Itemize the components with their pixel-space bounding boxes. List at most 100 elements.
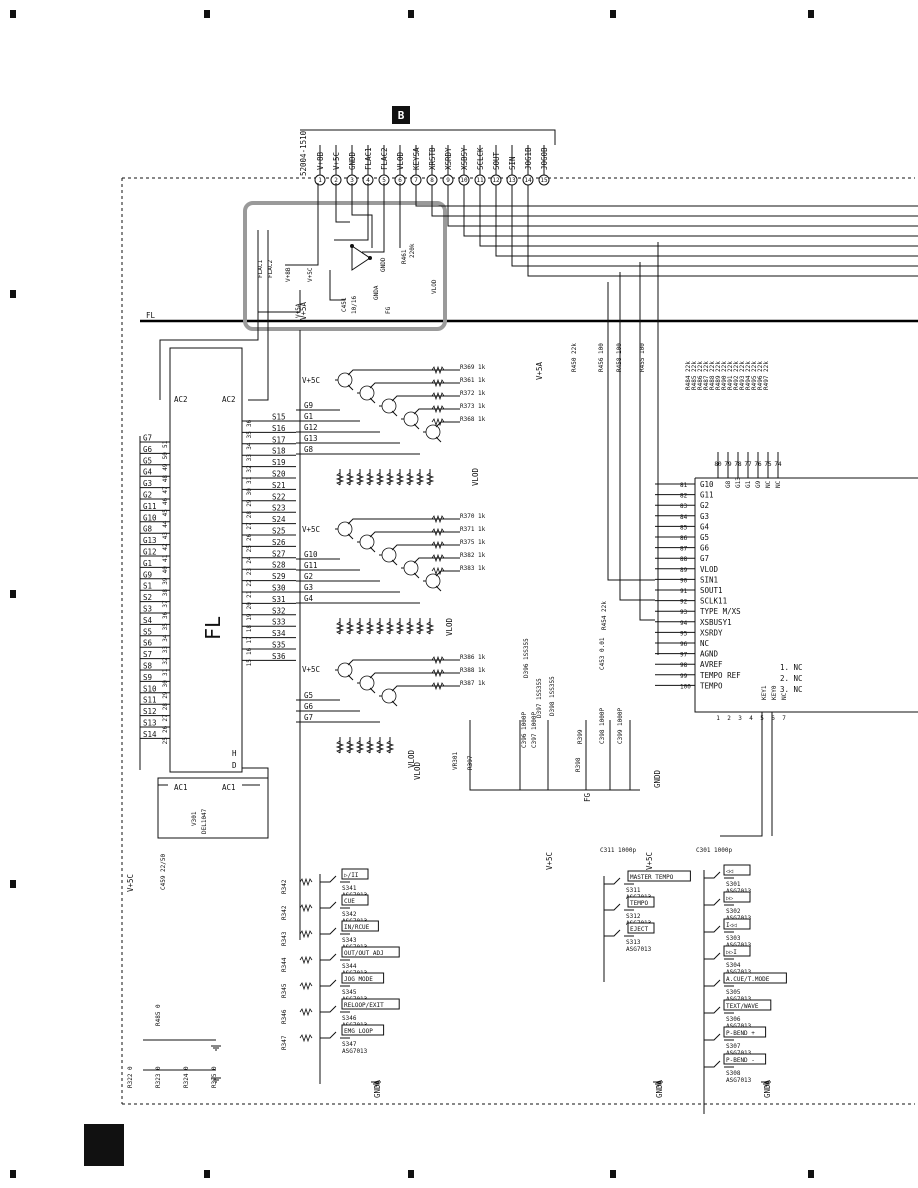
wire [335, 740, 345, 754]
ic-pin-label: AVREF [700, 660, 723, 669]
ic-top-label: G9 [755, 480, 762, 488]
wire [299, 903, 313, 913]
driver-grid-label: G7 [304, 713, 313, 722]
fl-left-pin-number: 50 [162, 452, 169, 460]
ic-pin-label: G3 [700, 512, 709, 521]
wire [299, 981, 313, 991]
wire [431, 566, 445, 576]
fl-right-pin: S22 [272, 492, 286, 501]
highlight-label: V+5C [307, 267, 314, 282]
ic-array-resistor: R484 22k [685, 361, 692, 390]
supply-label: V+5C [302, 376, 320, 385]
ic-pin-number: 88 [680, 556, 688, 563]
driver-resistor: R386 1k [460, 654, 486, 661]
fl-left-pin-number: 36 [162, 611, 169, 619]
driver-grid-label: G6 [304, 702, 314, 711]
wire [704, 925, 734, 933]
wire [425, 621, 435, 635]
fl-right-pin-number: 32 [246, 465, 253, 473]
section-marker [392, 106, 410, 124]
fl-left-pin: S4 [143, 616, 153, 625]
wire [604, 877, 634, 885]
ic-top-label: G8 [725, 480, 732, 488]
wire [415, 472, 425, 486]
wire [607, 242, 659, 655]
fl-left-pin: S13 [143, 719, 157, 728]
switch-label: I◁◁ [726, 922, 737, 929]
part-label: R456 100 [598, 343, 605, 372]
fl-right-pin: S26 [272, 538, 286, 547]
fl-left-pin: S3 [143, 605, 152, 614]
ic-pin-number: 91 [680, 588, 688, 595]
highlight-label: V+8B [285, 267, 292, 282]
switch-ref: S344 [342, 963, 357, 970]
fl-left-pin-number: 43 [162, 532, 169, 540]
driver-grid-label: G2 [304, 572, 313, 581]
fl-right-pin: S15 [272, 413, 286, 422]
ic-bottom-number: 4 [749, 715, 753, 722]
ic-pin-label: G7 [700, 554, 709, 563]
wire [320, 927, 350, 935]
fl-ac-label: D [232, 761, 237, 770]
wire [431, 404, 445, 414]
ic-pin-label: XSRDY [700, 628, 723, 637]
wire [431, 668, 445, 678]
ground-resistor: R322 0 [127, 1066, 134, 1088]
fl-left-pin: G3 [143, 479, 152, 488]
ic-pin-label: G11 [700, 491, 714, 500]
ic-pin-label: G5 [700, 533, 709, 542]
wire [299, 929, 313, 939]
switch-ref: S342 [342, 911, 357, 918]
corner-marker [84, 1124, 124, 1166]
wire [335, 472, 345, 486]
part-label: C399 1000P [617, 707, 624, 744]
connector-pin-number: 10 [460, 177, 468, 184]
wire [385, 472, 395, 486]
wire [704, 1006, 734, 1014]
ic-bottom-number: 2 [727, 715, 731, 722]
fl-ac-label: AC2 [174, 395, 188, 404]
highlight-circuit [258, 183, 401, 313]
switch-resistor: R343 [281, 931, 288, 946]
ic-pin-label: TEMPO REF [700, 671, 741, 680]
ic-nc: 2. NC [780, 674, 803, 683]
highlight-label: FG [385, 306, 392, 314]
fl-ac-label: AC1 [174, 783, 188, 792]
transistor [337, 662, 353, 678]
switch-resistor: R342 [281, 879, 288, 894]
highlight-label: V+5A [295, 303, 302, 318]
wire [431, 655, 445, 665]
ic-top-label: NC [775, 480, 782, 488]
fl-ac-label: AC2 [222, 395, 236, 404]
connector-part: 52004-1510 [299, 130, 308, 176]
rail-label: V+5C [545, 852, 554, 870]
fl-left-pin: G7 [143, 434, 152, 443]
fl-right-pin-number: 24 [246, 556, 253, 564]
fl-right-pin-number: 30 [246, 488, 253, 496]
wire [423, 570, 460, 592]
fl-right-pin-number: 34 [246, 442, 253, 450]
fl-left-pin: G4 [143, 468, 153, 477]
wire [604, 929, 634, 937]
wire [320, 1031, 350, 1039]
wire [299, 955, 313, 965]
switch-column-right: ◁◁S301ASG7013▷▷S302ASG7013I◁◁S303ASG7013… [703, 864, 787, 1114]
board-outline [121, 177, 915, 1105]
wire [704, 952, 734, 960]
fl-right-pin: S32 [272, 606, 286, 615]
part-label: R398 [575, 757, 582, 772]
fl-left-pin-number: 44 [162, 520, 169, 528]
wire [355, 621, 365, 635]
wire [320, 1005, 350, 1013]
highlight-label: GNDD [380, 257, 387, 272]
wire [431, 417, 445, 427]
wire [345, 621, 355, 635]
highlight-label: VLOD [431, 279, 438, 294]
rail-label: GNDD [653, 769, 662, 788]
ic-key-label: KEY1 [761, 685, 768, 700]
switch-resistor: R344 [281, 957, 288, 972]
fl-right-pin: S23 [272, 504, 286, 513]
switch-resistor: R346 [281, 1009, 288, 1024]
signal-trunks [415, 185, 918, 655]
fl-left-pin-number: 38 [162, 589, 169, 597]
